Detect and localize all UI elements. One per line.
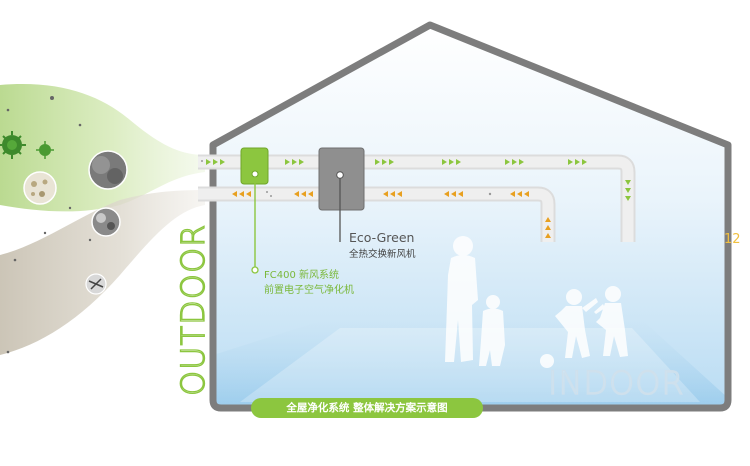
fc400-callout-dot: [251, 266, 259, 274]
room-floor: [213, 318, 728, 408]
eco-green-subtitle: 全热交换新风机: [349, 249, 416, 260]
outdoor-label: OUTDOOR: [173, 223, 212, 397]
indoor-label: INDOOR: [547, 363, 685, 402]
virus-icon-small: [36, 141, 54, 159]
virus-icon: [0, 131, 26, 159]
dust-icon: [91, 207, 121, 237]
eco-green-unit-icon[interactable]: [318, 147, 365, 211]
fc400-pointer-dot: [251, 170, 259, 178]
playing-children-silhouette: [540, 286, 628, 368]
exhaust-airflow-arrows: [232, 191, 551, 238]
solution-banner: 全屋净化系统 整体解决方案示意图: [251, 398, 483, 418]
house-outline: [209, 21, 732, 412]
pet-hair-icon: [85, 273, 107, 295]
supply-duct-inner: [198, 156, 634, 242]
smoke-particle-icon: [88, 150, 128, 190]
fc400-subtitle: 前置电子空气净化机: [264, 285, 354, 296]
fc400-title: FC400 新风系统: [264, 270, 339, 281]
airborne-dust-dots: [6, 96, 92, 354]
adult-and-child-silhouette: [445, 236, 505, 366]
house-interior: [213, 25, 728, 408]
exhaust-duct-inner: [198, 188, 554, 242]
eco-green-title: Eco-Green: [349, 230, 415, 245]
eco-green-pointer-dot: [336, 171, 344, 179]
polluted-outdoor-air-stream: [0, 190, 205, 355]
supply-airflow-arrows: [206, 159, 631, 201]
pollen-icon: [23, 171, 57, 205]
exhaust-duct-dust-dots: [201, 160, 492, 197]
edge-cropped-text: 12: [724, 232, 741, 247]
